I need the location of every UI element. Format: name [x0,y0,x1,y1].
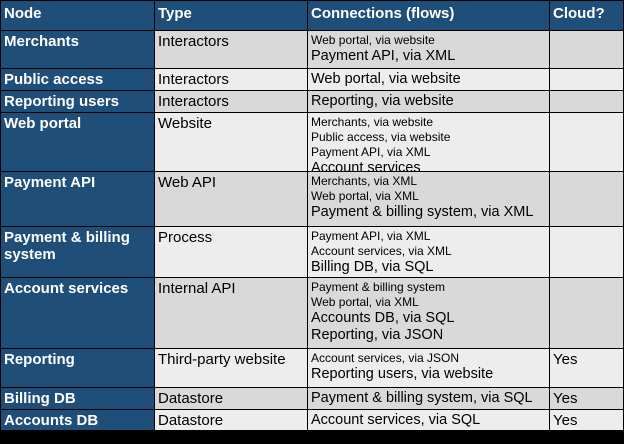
connection-line: Payment & billing system [311,280,446,294]
cloud-cell [550,172,623,226]
connections-cell: Merchants, via website Public access, vi… [308,113,549,171]
connection-line: Web portal, via website [311,71,461,87]
connection-line: Account services, via XML [311,244,452,258]
header-type: Type [155,1,307,30]
type-cell: Interactors [155,69,307,90]
header-node: Node [1,1,154,30]
connections-cell: Web portal, via website Payment API, via… [308,31,549,68]
connection-line: Merchants, via website [311,115,434,129]
type-cell: Datastore [155,388,307,409]
type-cell: Interactors [155,91,307,112]
connection-line: Account services, via JSON [311,351,460,365]
cloud-cell [550,31,623,68]
node-cell: Reporting users [1,91,154,112]
node-cell: Account services [1,278,154,348]
connection-line: Billing DB, via SQL [311,259,434,275]
connections-cell: Reporting, via website [308,91,549,112]
node-cell: Accounts DB [1,410,154,430]
connection-line: Merchants, via XML [311,174,418,188]
connections-cell: Web portal, via website [308,69,549,90]
connection-line: Reporting, via website [311,93,454,109]
connections-cell: Payment API, via XML Account services, v… [308,227,549,277]
node-cell: Web portal [1,113,154,171]
type-cell: Web API [155,172,307,226]
cloud-cell [550,278,623,348]
connections-cell: Account services, via JSON Reporting use… [308,349,549,387]
connections-cell: Account services, via SQL [308,410,549,430]
node-cell: Billing DB [1,388,154,409]
type-cell: Datastore [155,410,307,430]
cloud-cell [550,91,623,112]
connection-line: Payment & billing system, via XML [311,204,534,220]
header-cloud: Cloud? [550,1,623,30]
connection-line: Public access, via website [311,130,451,144]
node-cell: Payment & billing system [1,227,154,277]
type-cell: Internal API [155,278,307,348]
connection-line: Accounts DB, via SQL [311,310,455,326]
type-cell: Process [155,227,307,277]
connections-cell: Payment & billing system Web portal, via… [308,278,549,348]
connection-line: Web portal, via XML [311,295,419,309]
connection-line: Account services [311,160,421,171]
node-cell: Payment API [1,172,154,226]
connection-line: Payment & billing system, via SQL [311,390,533,406]
type-cell: Third-party website [155,349,307,387]
cloud-cell [550,113,623,171]
cloud-cell: Yes [550,388,623,409]
node-cell: Reporting [1,349,154,387]
type-cell: Interactors [155,31,307,68]
type-cell: Website [155,113,307,171]
node-cell: Merchants [1,31,154,68]
header-connections: Connections (flows) [308,1,549,30]
connection-line: Payment API, via XML [311,145,431,159]
connection-line: Reporting users, via website [311,366,494,382]
node-cell: Public access [1,69,154,90]
connection-line: Reporting, via JSON [311,327,444,343]
connections-cell: Merchants, via XML Web portal, via XML P… [308,172,549,226]
cloud-cell [550,227,623,277]
connection-line: Payment API, via XML [311,48,456,64]
connections-cell: Payment & billing system, via SQL [308,388,549,409]
connection-line: Web portal, via website [311,33,435,47]
connection-line: Account services, via SQL [311,412,481,428]
connection-line: Payment API, via XML [311,229,431,243]
cloud-cell [550,69,623,90]
connection-line: Web portal, via XML [311,189,419,203]
cloud-cell: Yes [550,349,623,387]
cloud-cell: Yes [550,410,623,430]
